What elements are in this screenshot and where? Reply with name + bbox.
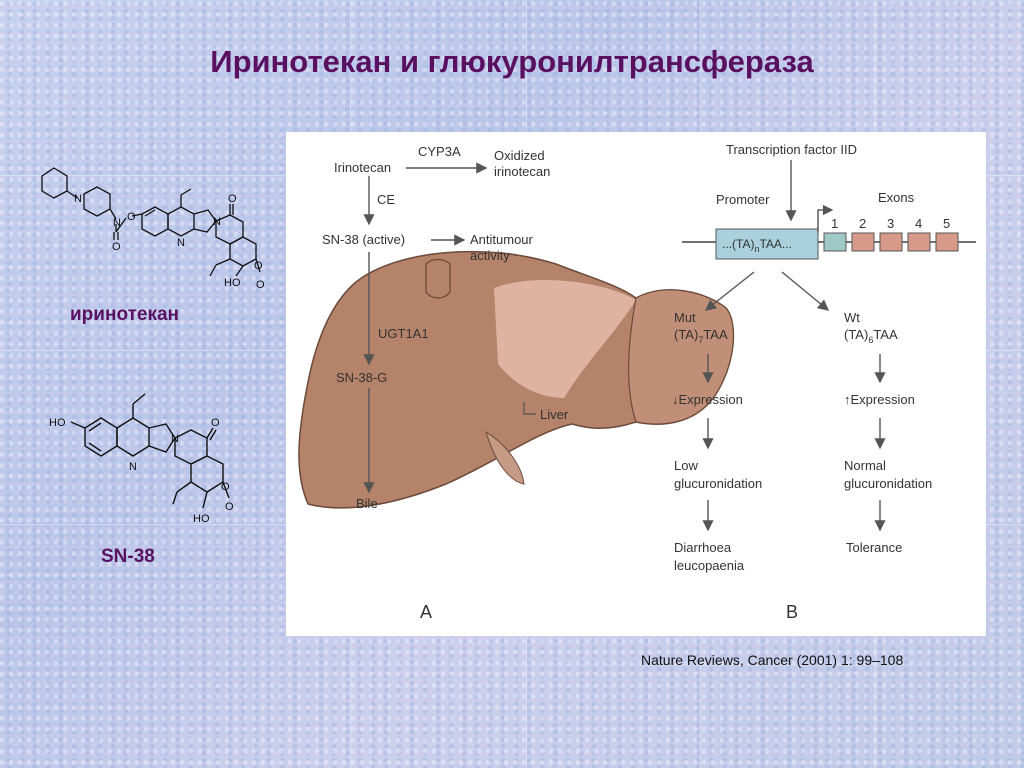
liver-vessel (425, 258, 451, 299)
sn38-atom-ho-phenol: HO (49, 417, 66, 429)
label-ugt1a1: UGT1A1 (378, 326, 429, 341)
exon-number-1: 1 (831, 216, 838, 231)
wt-gluc-2: glucuronidation (844, 476, 932, 491)
label-antitumour-1: Antitumour (470, 232, 534, 247)
panel-a-letter: A (420, 602, 432, 622)
label-oxidized-1: Oxidized (494, 148, 545, 163)
irinotecan-atom-o-lactone: O (256, 279, 265, 291)
sn38-atom-n-ring: N (129, 461, 137, 473)
irinotecan-label: иринотекан (70, 304, 179, 325)
liver-right-lobe (627, 289, 735, 425)
irinotecan-atom-n1: N (74, 193, 82, 205)
label-sn38g: SN-38-G (336, 370, 387, 385)
wt-genotype: (TA)6TAA (844, 327, 898, 345)
liver-lobe-right (494, 279, 636, 398)
label-sn38-active: SN-38 (active) (322, 232, 405, 247)
label-bile: Bile (356, 496, 378, 511)
irinotecan-atom-n2: N (113, 217, 121, 229)
exon-5 (935, 232, 959, 252)
label-promoter: Promoter (716, 192, 770, 207)
wt-gluc-1: Normal (844, 458, 886, 473)
liver-gallbladder (485, 430, 525, 485)
exon-3 (879, 232, 903, 252)
pathway-figure-svg: Irinotecan CYP3A Oxidized irinotecan CE … (298, 142, 976, 622)
label-cyp3a: CYP3A (418, 144, 461, 159)
irinotecan-atom-n-lactam: N (213, 216, 221, 228)
sn38-atom-n-lactam: N (171, 433, 179, 445)
sn38-structure: HO N N O O O HO (49, 393, 234, 525)
label-liver: Liver (540, 407, 569, 422)
label-irinotecan: Irinotecan (334, 160, 391, 175)
mut-expression: ↓Expression (672, 392, 743, 407)
sn38-atom-o-ring: O (221, 481, 230, 493)
exon-number-4: 4 (915, 216, 922, 231)
wt-label: Wt (844, 310, 860, 325)
wt-expression: ↑Expression (844, 392, 915, 407)
irinotecan-structure: N N O O N N O O O HO (41, 167, 265, 291)
mut-outcome-1: Diarrhoea (674, 540, 732, 555)
promoter-box (715, 228, 819, 260)
source-credit: Nature Reviews, Cancer (2001) 1: 99–108 (641, 652, 904, 668)
label-antitumour-2: activity (470, 248, 510, 263)
irinotecan-atom-ho: HO (224, 277, 241, 289)
mut-gluc-2: glucuronidation (674, 476, 762, 491)
label-exons: Exons (878, 190, 915, 205)
irinotecan-atom-n-ring: N (177, 237, 185, 249)
mut-outcome-2: leucopaenia (674, 558, 745, 573)
mut-gluc-1: Low (674, 458, 698, 473)
panel-a: Irinotecan CYP3A Oxidized irinotecan CE … (298, 144, 735, 622)
sn38-label: SN-38 (101, 546, 155, 567)
irinotecan-atom-o-ring: O (254, 260, 263, 272)
promoter-text: ...(TA)nTAA... (722, 237, 792, 254)
sn38-atom-o-lactone: O (225, 501, 234, 513)
exon-number-2: 2 (859, 216, 866, 231)
slide-title: Иринотекан и глюкуронилтрансфераза (210, 44, 814, 79)
irinotecan-atom-o-carbonyl: O (112, 241, 121, 253)
irinotecan-atom-o-ester: O (127, 211, 136, 223)
exon-number-3: 3 (887, 216, 894, 231)
label-ce: CE (377, 192, 395, 207)
mut-genotype: (TA)7TAA (674, 327, 728, 345)
irinotecan-atom-o-lactam: O (228, 193, 237, 205)
exon-1 (823, 232, 847, 252)
panel-b-letter: B (786, 602, 798, 622)
pathway-figure: Irinotecan CYP3A Oxidized irinotecan CE … (286, 132, 986, 636)
exon-4 (907, 232, 931, 252)
exon-number-5: 5 (943, 216, 950, 231)
label-tf: Transcription factor IID (726, 142, 857, 157)
exon-2 (851, 232, 875, 252)
sn38-atom-o-lactam: O (211, 417, 220, 429)
sn38-atom-ho: HO (193, 513, 210, 525)
label-oxidized-2: irinotecan (494, 164, 550, 179)
wt-outcome: Tolerance (846, 540, 902, 555)
panel-b: Transcription factor IID Promoter Exons … (672, 142, 976, 622)
mut-label: Mut (674, 310, 696, 325)
